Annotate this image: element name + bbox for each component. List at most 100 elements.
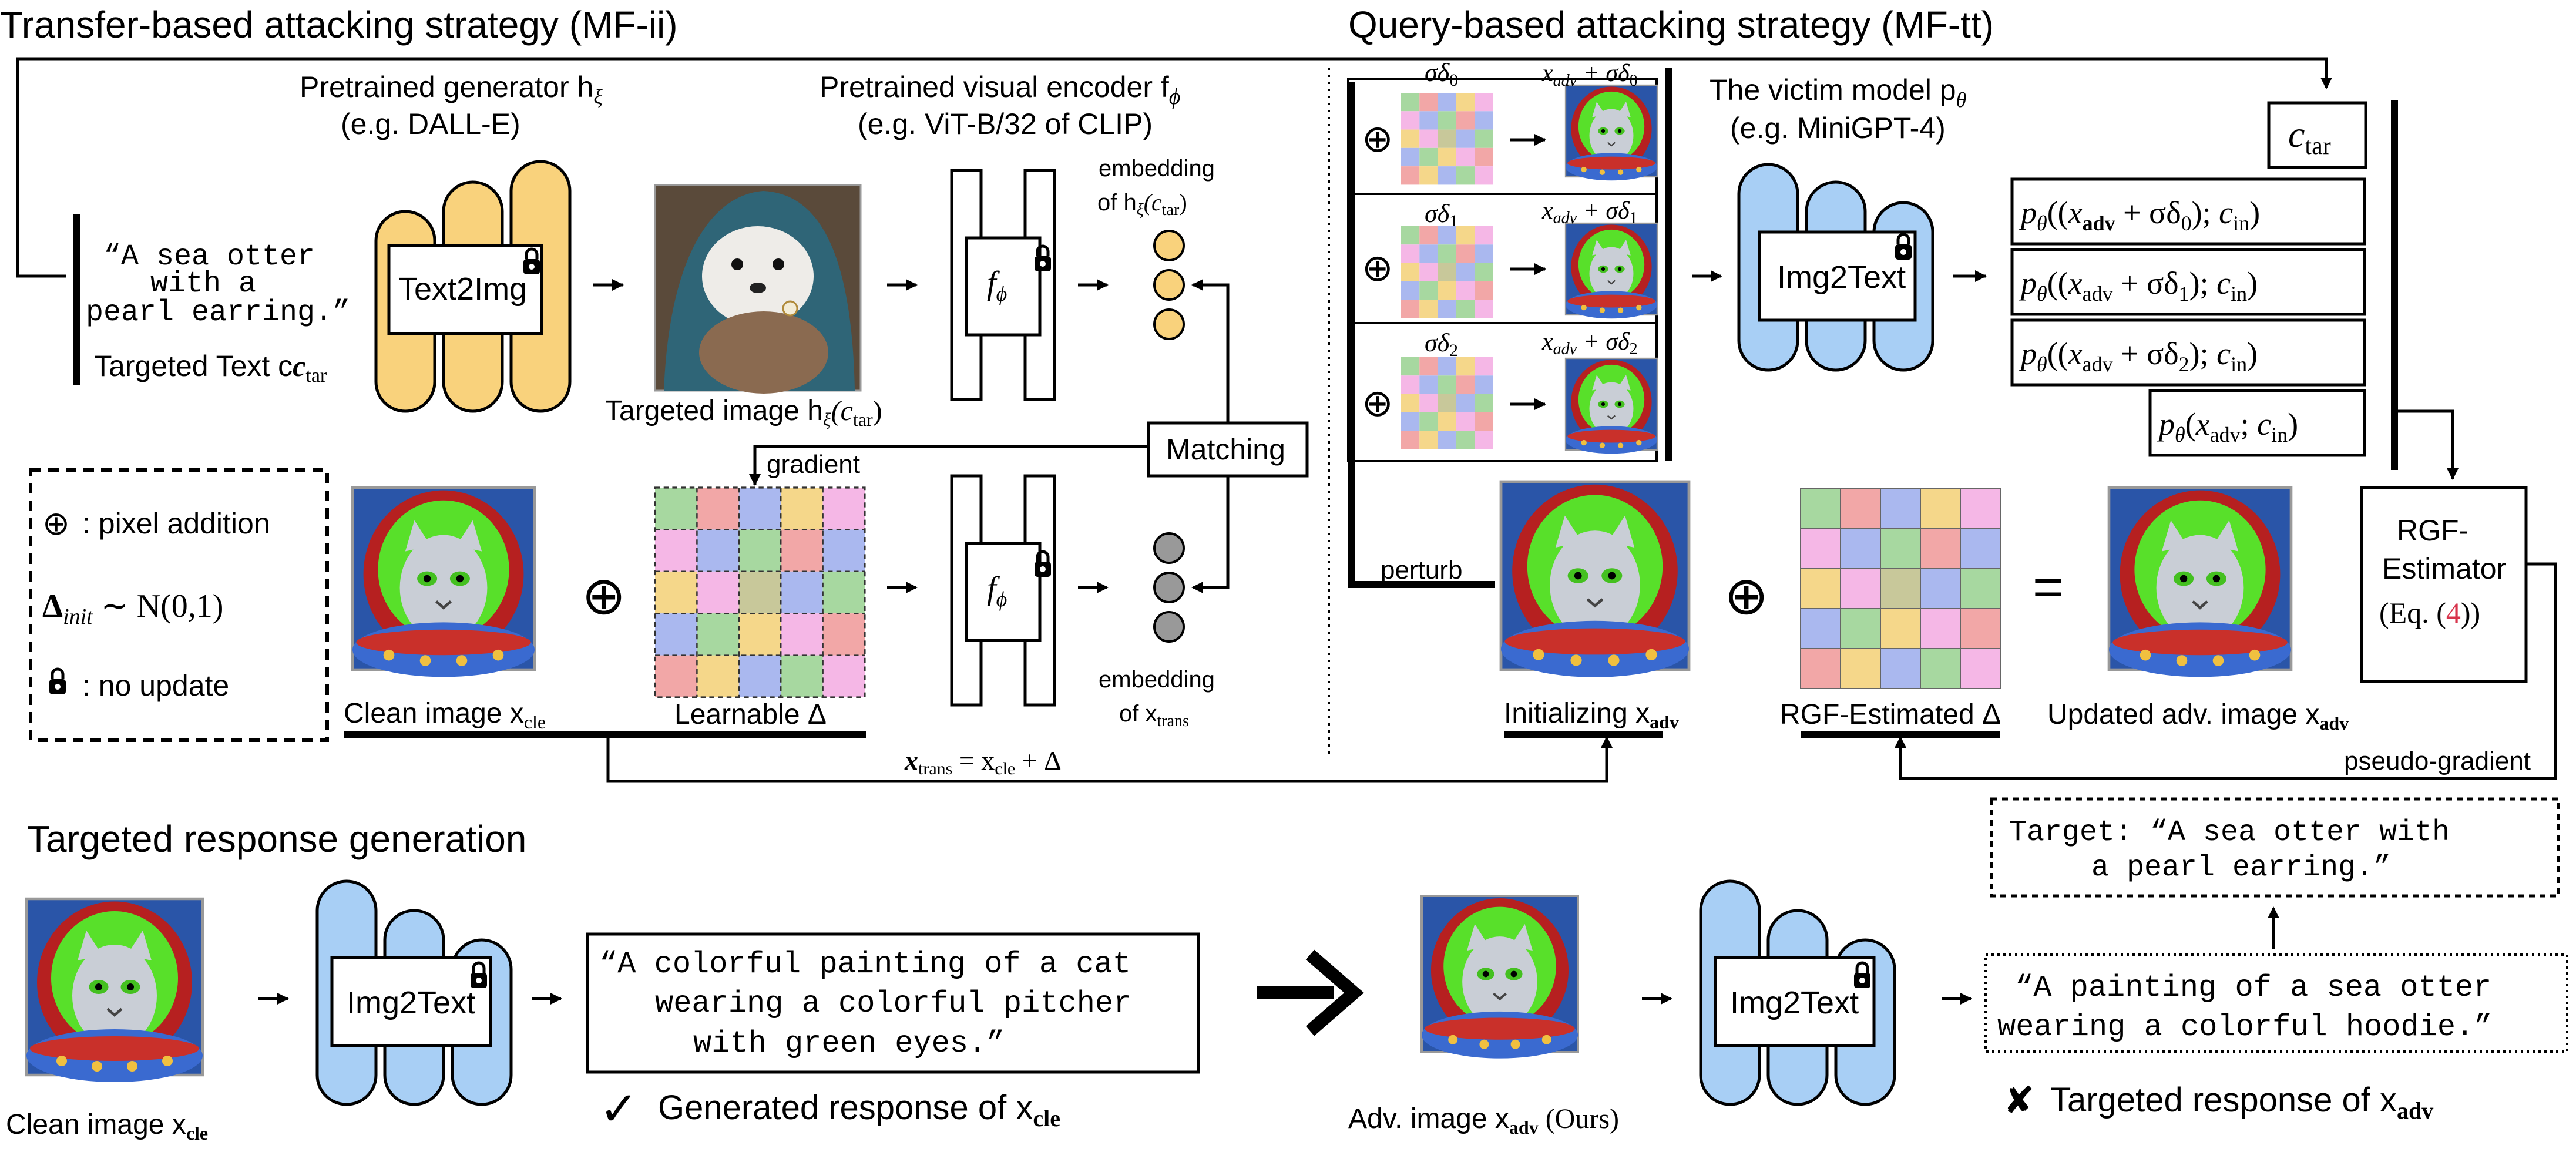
targeted-text-line1: “A sea otter bbox=[103, 240, 315, 274]
targeted-text-label: Targeted Text cctar bbox=[94, 350, 327, 387]
svg-text:⊕: ⊕ bbox=[1362, 247, 1393, 289]
img2text-model-adv: Img2Text bbox=[1699, 879, 1896, 1106]
check-icon: ✓ bbox=[599, 1083, 639, 1135]
adv-response-2: wearing a colorful hoodie.” bbox=[1997, 1010, 2493, 1044]
init-adv-image bbox=[1501, 482, 1689, 677]
init-adv-label: Initializing xadv bbox=[1504, 698, 1679, 733]
targeted-image-otter bbox=[654, 184, 862, 394]
visual-encoder-bottom: fϕ bbox=[950, 474, 1056, 707]
prob-box-2: pθ((xadv + σδ2); cin) bbox=[2010, 318, 2366, 387]
gradient-label: gradient bbox=[767, 450, 860, 479]
svg-text:Img2Text: Img2Text bbox=[1730, 985, 1859, 1020]
arrow-match-to-top bbox=[1191, 279, 1230, 423]
learnable-label: Learnable Δ bbox=[674, 699, 827, 730]
clean-image-bottom-label: Clean image xcle bbox=[6, 1109, 208, 1144]
plus-icon-1: ⊕ bbox=[582, 567, 626, 626]
target-line2: a pearl earring.” bbox=[2091, 851, 2391, 885]
updated-adv-label: Updated adv. image xadv bbox=[2047, 699, 2349, 734]
equals-sign: = bbox=[2033, 558, 2064, 617]
text-bar bbox=[73, 214, 80, 385]
rgf-delta-grid bbox=[1800, 488, 2001, 689]
updated-adv-image bbox=[2109, 488, 2291, 677]
legend-box bbox=[29, 468, 329, 742]
xadv-sd2: xadv + σδ2 bbox=[1541, 328, 1638, 358]
embedding-bottom-label-1: embedding bbox=[1099, 667, 1215, 693]
xadv-sd0: xadv + σδ0 bbox=[1541, 60, 1638, 90]
adv-response-1: “A painting of a sea otter bbox=[2015, 970, 2491, 1005]
clean-image-label: Clean image xcle bbox=[344, 698, 546, 733]
embedding-top bbox=[1153, 230, 1185, 340]
encoder-label-1: Pretrained visual encoder fϕ bbox=[820, 70, 1180, 109]
sd2-label: σδ2 bbox=[1425, 328, 1458, 360]
arrow-match-to-bot bbox=[1191, 476, 1230, 593]
svg-text:pθ((xadv + σδ0); cin): pθ((xadv + σδ0); cin) bbox=[2019, 195, 2260, 235]
svg-text:Img2Text: Img2Text bbox=[1777, 260, 1906, 295]
xtrans-equation: xtrans = xcle + Δ bbox=[904, 745, 1062, 778]
clean-response-box bbox=[586, 932, 1200, 1074]
sd0-label: σδ0 bbox=[1425, 58, 1458, 90]
img2text-victim-top: Img2Text bbox=[1737, 163, 1934, 372]
victim-label-2: (e.g. MiniGPT-4) bbox=[1730, 112, 1946, 145]
svg-text:ctar: ctar bbox=[2288, 113, 2331, 160]
prob-box-3: pθ(xadv; cin) bbox=[2148, 389, 2366, 457]
ctar-box bbox=[2267, 101, 2367, 169]
rgf-line2: Estimator bbox=[2382, 552, 2506, 585]
generator-label-1: Pretrained generator hξ bbox=[300, 70, 603, 109]
visual-encoder-top: fϕ bbox=[950, 169, 1056, 401]
learnable-delta-grid bbox=[654, 486, 866, 698]
transfer-title: Transfer-based attacking strategy (MF-ii… bbox=[0, 4, 678, 46]
rgf-estimator-box bbox=[2360, 486, 2528, 683]
target-box bbox=[1990, 797, 2560, 898]
perturb-label: perturb bbox=[1381, 556, 1462, 585]
targeted-image-label: Targeted image hξ(ctar) bbox=[605, 395, 882, 430]
targeted-text-line3: pearl earring.” bbox=[86, 296, 350, 330]
cross-icon: ✘ bbox=[2003, 1079, 2035, 1121]
target-line1: Target: “A sea otter with bbox=[2009, 816, 2450, 849]
big-arrow-icon bbox=[1257, 949, 1364, 1036]
clean-response-1: “A colorful painting of a cat bbox=[599, 947, 1131, 982]
svg-text:⊕: ⊕ bbox=[1362, 117, 1393, 160]
legend-lock: : no update bbox=[82, 669, 229, 702]
adv-image-label: Adv. image xadv (Ours) bbox=[1348, 1103, 1619, 1138]
clean-image-bottom bbox=[26, 899, 203, 1082]
clean-image-cat bbox=[352, 488, 535, 677]
rgf-delta-label: RGF-Estimated Δ bbox=[1780, 699, 2001, 730]
generated-response-label: Generated response of xcle bbox=[658, 1089, 1060, 1131]
embedding-bottom bbox=[1153, 532, 1185, 643]
clean-response-3: with green eyes.” bbox=[693, 1026, 1005, 1061]
svg-text:⊕: ⊕ bbox=[1362, 382, 1393, 424]
matching-box bbox=[1147, 421, 1309, 478]
text2img-model: Text2Img bbox=[374, 160, 572, 413]
svg-text:pθ(xadv; cin): pθ(xadv; cin) bbox=[2157, 407, 2298, 446]
plus-icon-2: ⊕ bbox=[1724, 567, 1768, 626]
prob-box-1: pθ((xadv + σδ1); cin) bbox=[2010, 248, 2366, 316]
matching-label: Matching bbox=[1166, 433, 1285, 466]
encoder-label-2: (e.g. ViT-B/32 of CLIP) bbox=[858, 108, 1153, 140]
embedding-bottom-label-2: of xtrans bbox=[1119, 701, 1189, 730]
clean-response-2: wearing a colorful pitcher bbox=[655, 986, 1131, 1021]
rgf-line3: (Eq. (4)) bbox=[2379, 596, 2480, 629]
svg-text:⊕: ⊕ bbox=[42, 505, 70, 542]
embedding-top-label-1: embedding bbox=[1099, 156, 1215, 182]
victim-label-1: The victim model pθ bbox=[1710, 73, 1966, 112]
xtrans-to-init-arrow bbox=[606, 734, 1613, 783]
text2img-label: Text2Img bbox=[398, 271, 527, 307]
legend-pixel: : pixel addition bbox=[82, 507, 270, 540]
generator-label-2: (e.g. DALL-E) bbox=[341, 108, 520, 140]
img2text-model-clean: Img2Text bbox=[315, 879, 513, 1106]
response-title: Targeted response generation bbox=[27, 818, 526, 860]
svg-text:pθ((xadv + σδ1); cin): pθ((xadv + σδ1); cin) bbox=[2019, 266, 2258, 305]
legend-delta: Δinit ∼ N(0,1) bbox=[42, 588, 223, 629]
svg-text:Img2Text: Img2Text bbox=[347, 985, 475, 1020]
sd1-label: σδ1 bbox=[1425, 199, 1458, 231]
prob-box-0: pθ((xadv + σδ0); cin) bbox=[2010, 177, 2366, 246]
adv-response-box bbox=[1984, 953, 2568, 1053]
embedding-top-label-2: of hξ(ctar) bbox=[1097, 189, 1187, 219]
gradient-arrow bbox=[749, 445, 1148, 486]
xadv-sd1: xadv + σδ1 bbox=[1541, 197, 1638, 227]
targeted-response-label: Targeted response of xadv bbox=[2050, 1081, 2433, 1124]
rgf-line1: RGF- bbox=[2397, 514, 2468, 547]
adv-image-bottom bbox=[1420, 895, 1579, 1060]
query-title: Query-based attacking strategy (MF-tt) bbox=[1348, 4, 1994, 46]
